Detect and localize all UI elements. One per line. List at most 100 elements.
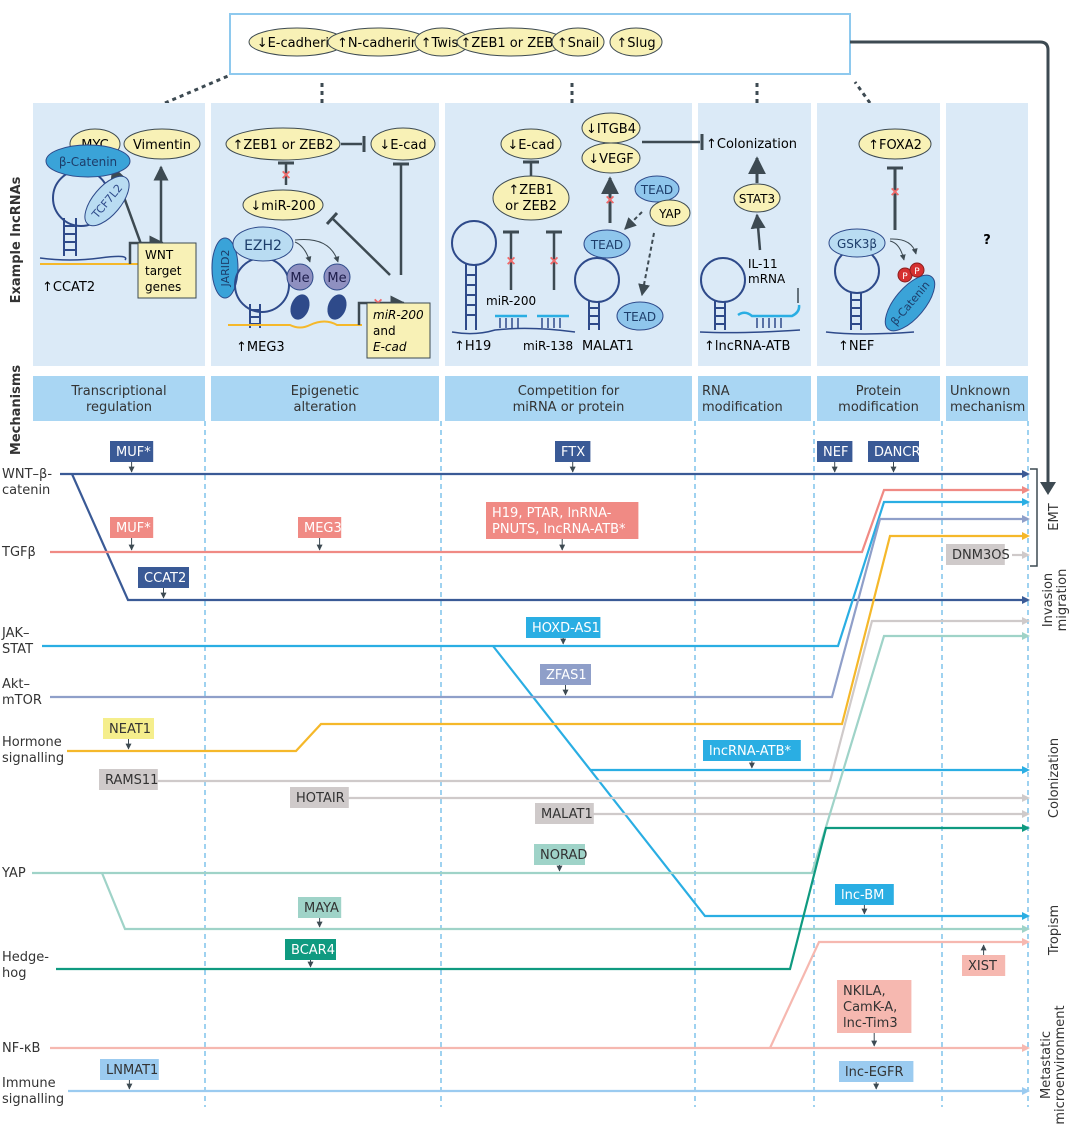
- node-ecad: ↓E-cad: [507, 138, 554, 153]
- pathway-label: catenin: [2, 483, 50, 498]
- lncrna-tag-label: DNM3OS: [952, 548, 1010, 563]
- lncrna-tag-label: MUF*: [116, 521, 151, 536]
- svg-text:×: ×: [506, 253, 515, 270]
- lncrna-tag-bg: [99, 769, 158, 790]
- lncrna-tag-label: MEG3: [304, 521, 342, 536]
- panel-competition: ↓E-cad ↑ZEB1 or ZEB2 × × miR-200 miR-138…: [451, 112, 704, 354]
- lncrna-ccat2: ↑CCAT2: [42, 280, 95, 295]
- lncrna-tag-label: PNUTS, lncRNA-ATB*: [492, 522, 626, 537]
- lncrna-tag-label: DANCR: [874, 445, 921, 460]
- lncrna-tag-label: MAYA: [304, 901, 339, 916]
- lncrna-tag-bg: [534, 844, 585, 865]
- lncrna-tag-bg: [868, 441, 919, 462]
- lncrna-tag-bg: [535, 803, 594, 824]
- mechanism-header: Unknown: [950, 384, 1010, 399]
- emt-marker-label: ↑N-cadherin: [337, 36, 419, 51]
- lncrna-tag: DANCR: [868, 441, 921, 473]
- mechanism-header-bg: [33, 376, 205, 421]
- mrna-label: mRNA: [748, 272, 786, 286]
- pathway-arrowhead: [1022, 824, 1030, 832]
- mrna-label: IL-11: [748, 257, 778, 271]
- outcome-label: Tropism: [1047, 905, 1062, 956]
- mechanism-header: miRNA or protein: [513, 400, 625, 415]
- emt-bracket: [1030, 468, 1038, 567]
- lncrna-tag-bg: [839, 1061, 914, 1082]
- mechanism-header: regulation: [86, 400, 152, 415]
- emt-marker-label: ↓E-cadherin: [257, 36, 338, 51]
- lncrna-tag-label: MUF*: [116, 445, 151, 460]
- node-zeb: ↑ZEB1: [508, 183, 553, 198]
- pathway-line: [32, 634, 1022, 875]
- lncrna-tag-bg: [103, 718, 154, 739]
- lncrna-tag-bg: [703, 740, 801, 761]
- pathway-arrowhead: [1022, 532, 1030, 540]
- pathway-label: TGFβ: [1, 545, 36, 560]
- node-foxa2: ↑FOXA2: [868, 138, 922, 153]
- pathway-label: signalling: [2, 751, 64, 766]
- lncrna-tag-label: MALAT1: [541, 807, 593, 822]
- emt-marker-label: ↑Slug: [616, 36, 655, 51]
- emt-marker: ↑Snail: [551, 27, 605, 57]
- node-itgb4: ↓ITGB4: [586, 122, 636, 137]
- lncrna-tag: lnc-EGFR: [839, 1061, 914, 1090]
- panel-epigenetic: ↑ZEB1 or ZEB2 ↓E-cad × ↓miR-200 JARID2 E…: [211, 127, 436, 359]
- node-jarid2: JARID2: [219, 250, 232, 288]
- lncrna-tag-label: NORAD: [540, 848, 587, 863]
- lncrna-tag-bg: [837, 980, 912, 1033]
- lncrna-tag-label: lnc-EGFR: [845, 1065, 904, 1080]
- outcome-label: microenvironment: [1053, 1005, 1068, 1124]
- emt-marker: ↑Slug: [609, 27, 663, 57]
- node-ezh2: EZH2: [244, 238, 282, 254]
- emt-marker: ↑Twist: [414, 27, 470, 57]
- lncrna-tag-label: RAMS11: [105, 773, 158, 788]
- svg-text:×: ×: [281, 167, 290, 184]
- lncrna-tag-label: lnc-BM: [841, 888, 884, 903]
- lncrna-tag-label: HOTAIR: [296, 791, 345, 806]
- mechanism-header-bg: [211, 376, 439, 421]
- lncrna-tag-bg: [285, 939, 336, 960]
- pathway-line: [100, 872, 1022, 931]
- outcome-label: EMT: [1047, 503, 1062, 530]
- lncrna-tag-bg: [946, 544, 1005, 565]
- panel-bg: [698, 103, 811, 366]
- node-tead: TEAD: [590, 238, 623, 252]
- pathway-line: [70, 473, 1022, 602]
- pathway-line: [492, 645, 1022, 918]
- phosphate-icon: P: [902, 272, 908, 282]
- pathway-line: [158, 619, 1022, 783]
- pathway-arrowhead: [1022, 766, 1030, 774]
- node-me: Me: [290, 271, 309, 286]
- pathway-arrowhead: [1022, 470, 1030, 478]
- outcome-label: Colonization: [1047, 738, 1062, 818]
- lncrna-tag-bg: [486, 502, 639, 539]
- pathway-arrowhead: [1022, 617, 1030, 625]
- node-ecad: ↓E-cad: [379, 138, 426, 153]
- pathway-label: Immune: [2, 1076, 56, 1091]
- node-tead: TEAD: [640, 183, 673, 197]
- gene-box-line: WNT: [145, 248, 174, 262]
- pathway-label: YAP: [1, 866, 26, 881]
- pathway-label: signalling: [2, 1092, 64, 1107]
- mechanism-header: alteration: [294, 400, 357, 415]
- lncrna-malat1: MALAT1: [582, 339, 634, 354]
- pathway-arrowhead: [1022, 498, 1030, 506]
- mechanism-header: Competition for: [518, 384, 620, 399]
- phosphate-icon: P: [914, 267, 920, 277]
- pathway-arrowhead: [1022, 596, 1030, 604]
- svg-text:×: ×: [890, 184, 899, 201]
- lncrna-atb: ↑lncRNA-ATB: [704, 339, 790, 354]
- emt-marker-box: ↓E-cadherin↑N-cadherin↑Twist↑ZEB1 or ZEB…: [229, 13, 851, 75]
- emt-outcome-connector: [850, 40, 1050, 490]
- lncrna-tag-bg: [817, 441, 853, 462]
- mechanism-header-bg: [946, 376, 1028, 421]
- mechanism-headers: TranscriptionalregulationEpigeneticalter…: [33, 376, 1028, 421]
- node-tead: TEAD: [623, 310, 656, 324]
- pathway-label: mTOR: [2, 693, 42, 708]
- lncrna-tag: HOTAIR: [290, 787, 349, 808]
- pathway-arrowhead: [1022, 1087, 1030, 1095]
- lncrna-tag-bg: [298, 897, 342, 918]
- panel-protein-mod: ↑FOXA2 × GSK3β β-Catenin P P ↑NEF: [825, 128, 936, 354]
- pathway-arrowhead: [1022, 925, 1030, 933]
